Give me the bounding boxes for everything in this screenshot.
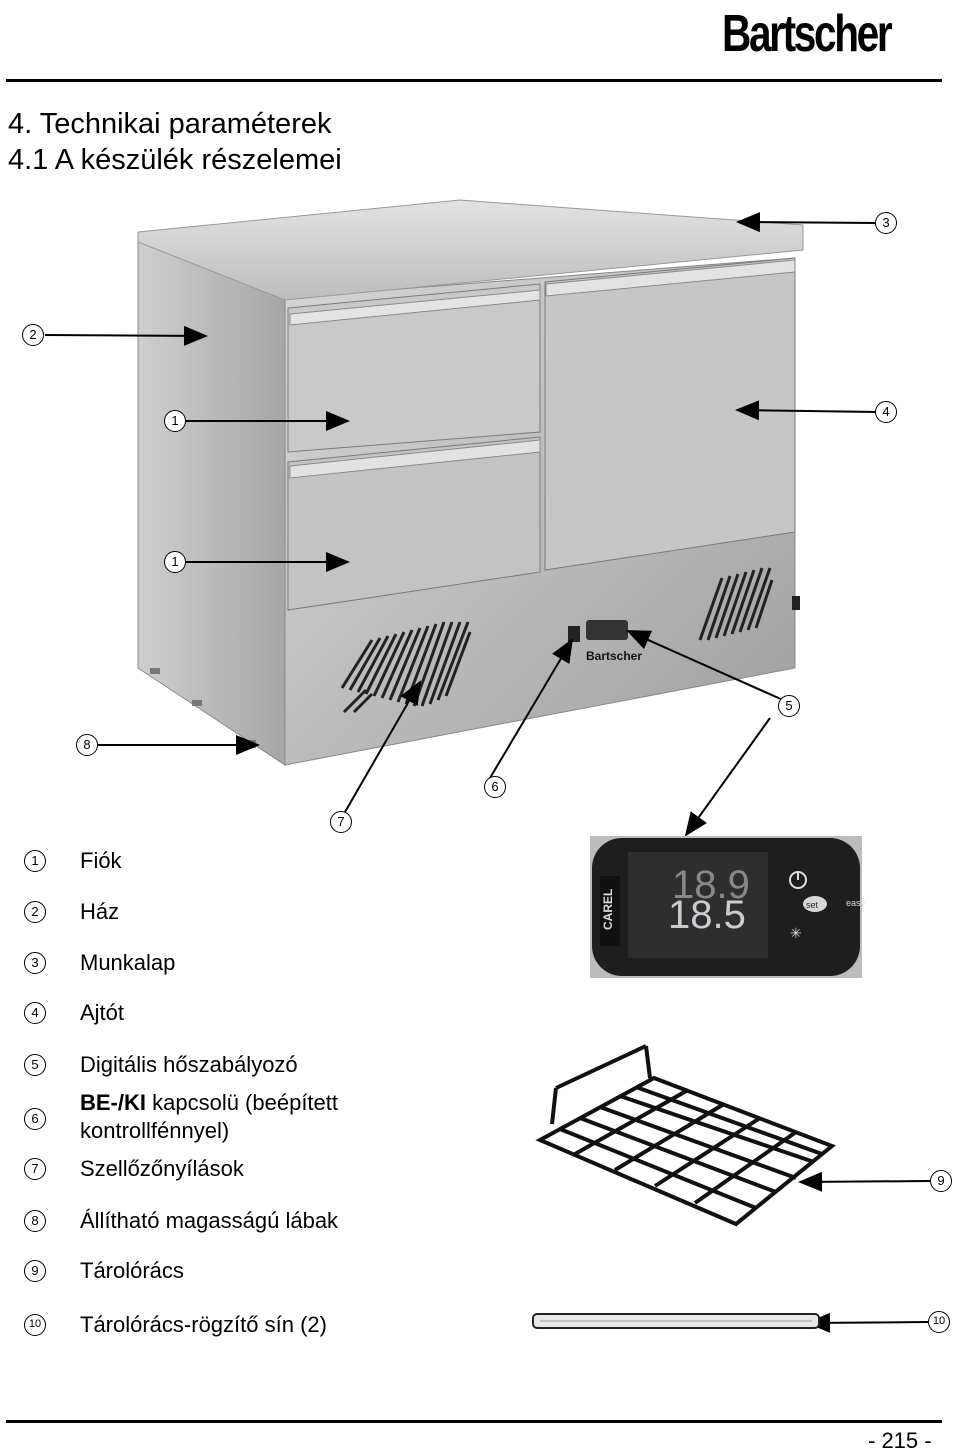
callout-6: 6 bbox=[484, 776, 506, 798]
header-rule bbox=[6, 79, 942, 82]
legend-num: 7 bbox=[24, 1158, 46, 1180]
footer-rule bbox=[6, 1420, 942, 1423]
legend-text: Szellőzőnyílások bbox=[80, 1156, 244, 1181]
legend-num: 8 bbox=[24, 1210, 46, 1232]
legend-text: Fiók bbox=[80, 848, 122, 873]
callout-7: 7 bbox=[330, 811, 352, 833]
thermostat-reading-bottom: 18.5 bbox=[668, 893, 746, 937]
legend-num: 5 bbox=[24, 1054, 46, 1076]
leader-7 bbox=[344, 680, 421, 813]
callout-4: 4 bbox=[875, 401, 897, 423]
control-panel: Bartscher bbox=[568, 620, 642, 663]
leader-9 bbox=[798, 1171, 931, 1192]
callout-9: 9 bbox=[930, 1170, 952, 1192]
legend-text: Munkalap bbox=[80, 950, 176, 975]
callout-8: 8 bbox=[76, 734, 98, 756]
foot bbox=[150, 668, 160, 674]
legend-bold: BE-/KI bbox=[80, 1090, 146, 1115]
legend-num: 9 bbox=[24, 1260, 46, 1282]
vent-right bbox=[698, 567, 774, 641]
subsection-title: 4.1 A készülék részelemei bbox=[8, 144, 342, 176]
thermostat-reading-top: 18.9 bbox=[672, 863, 750, 907]
callout-3: 3 bbox=[875, 212, 897, 234]
callout-10: 10 bbox=[928, 1311, 950, 1333]
worktop bbox=[137, 199, 804, 301]
legend-text-line2: kontrollfénnyel) bbox=[80, 1118, 230, 1143]
thermostat-closeup: CAREL 18.9 18.5 set easy ✳ bbox=[590, 836, 866, 978]
legend-text-part: kapcsolü (beépített bbox=[146, 1090, 339, 1115]
storage-grid bbox=[535, 1044, 836, 1227]
legend-num: 2 bbox=[24, 901, 46, 923]
leader-10 bbox=[806, 1312, 929, 1333]
leader-2 bbox=[44, 325, 208, 346]
grid-rail bbox=[532, 1313, 820, 1329]
leader-5a bbox=[626, 630, 784, 701]
legend-text: Ház bbox=[80, 899, 120, 924]
legend-text: BE-/KI kapcsolü (beépített bbox=[80, 1090, 338, 1116]
snowflake-icon: ✳ bbox=[790, 925, 802, 941]
drawer-lower bbox=[287, 436, 541, 611]
callout-5: 5 bbox=[778, 695, 800, 717]
leader-4 bbox=[735, 400, 879, 421]
leader-6 bbox=[489, 638, 574, 779]
side-plug bbox=[792, 596, 800, 610]
legend-num: 10 bbox=[24, 1314, 46, 1336]
leader-5b bbox=[684, 717, 771, 837]
legend-text: Állítható magasságú lábak bbox=[80, 1208, 339, 1233]
drawer-upper bbox=[287, 283, 541, 453]
thermostat-brand: CAREL bbox=[601, 889, 615, 930]
page-number: - 215 - bbox=[868, 1428, 932, 1453]
legend-num: 1 bbox=[24, 850, 46, 872]
legend-text: Tárolórács-rögzítő sín (2) bbox=[80, 1312, 327, 1337]
callout-1a: 1 bbox=[164, 410, 186, 432]
set-label: set bbox=[806, 900, 819, 910]
leader-3 bbox=[736, 212, 879, 233]
foot bbox=[192, 700, 202, 706]
svg-text:Bartscher: Bartscher bbox=[586, 649, 642, 663]
callout-2: 2 bbox=[22, 324, 44, 346]
set-button bbox=[803, 896, 827, 912]
callout-1b: 1 bbox=[164, 551, 186, 573]
legend-text: Digitális hőszabályozó bbox=[80, 1052, 298, 1077]
legend-num: 6 bbox=[24, 1108, 46, 1130]
legend-num: 4 bbox=[24, 1002, 46, 1024]
legend-text: Tárolórács bbox=[80, 1258, 184, 1283]
legend-num: 3 bbox=[24, 952, 46, 974]
brand-logo: Bartscher bbox=[722, 5, 893, 63]
door bbox=[544, 257, 796, 571]
legend-text: Ajtót bbox=[80, 1000, 125, 1025]
section-title: 4. Technikai paraméterek bbox=[8, 108, 332, 140]
easy-label: easy bbox=[846, 898, 866, 908]
